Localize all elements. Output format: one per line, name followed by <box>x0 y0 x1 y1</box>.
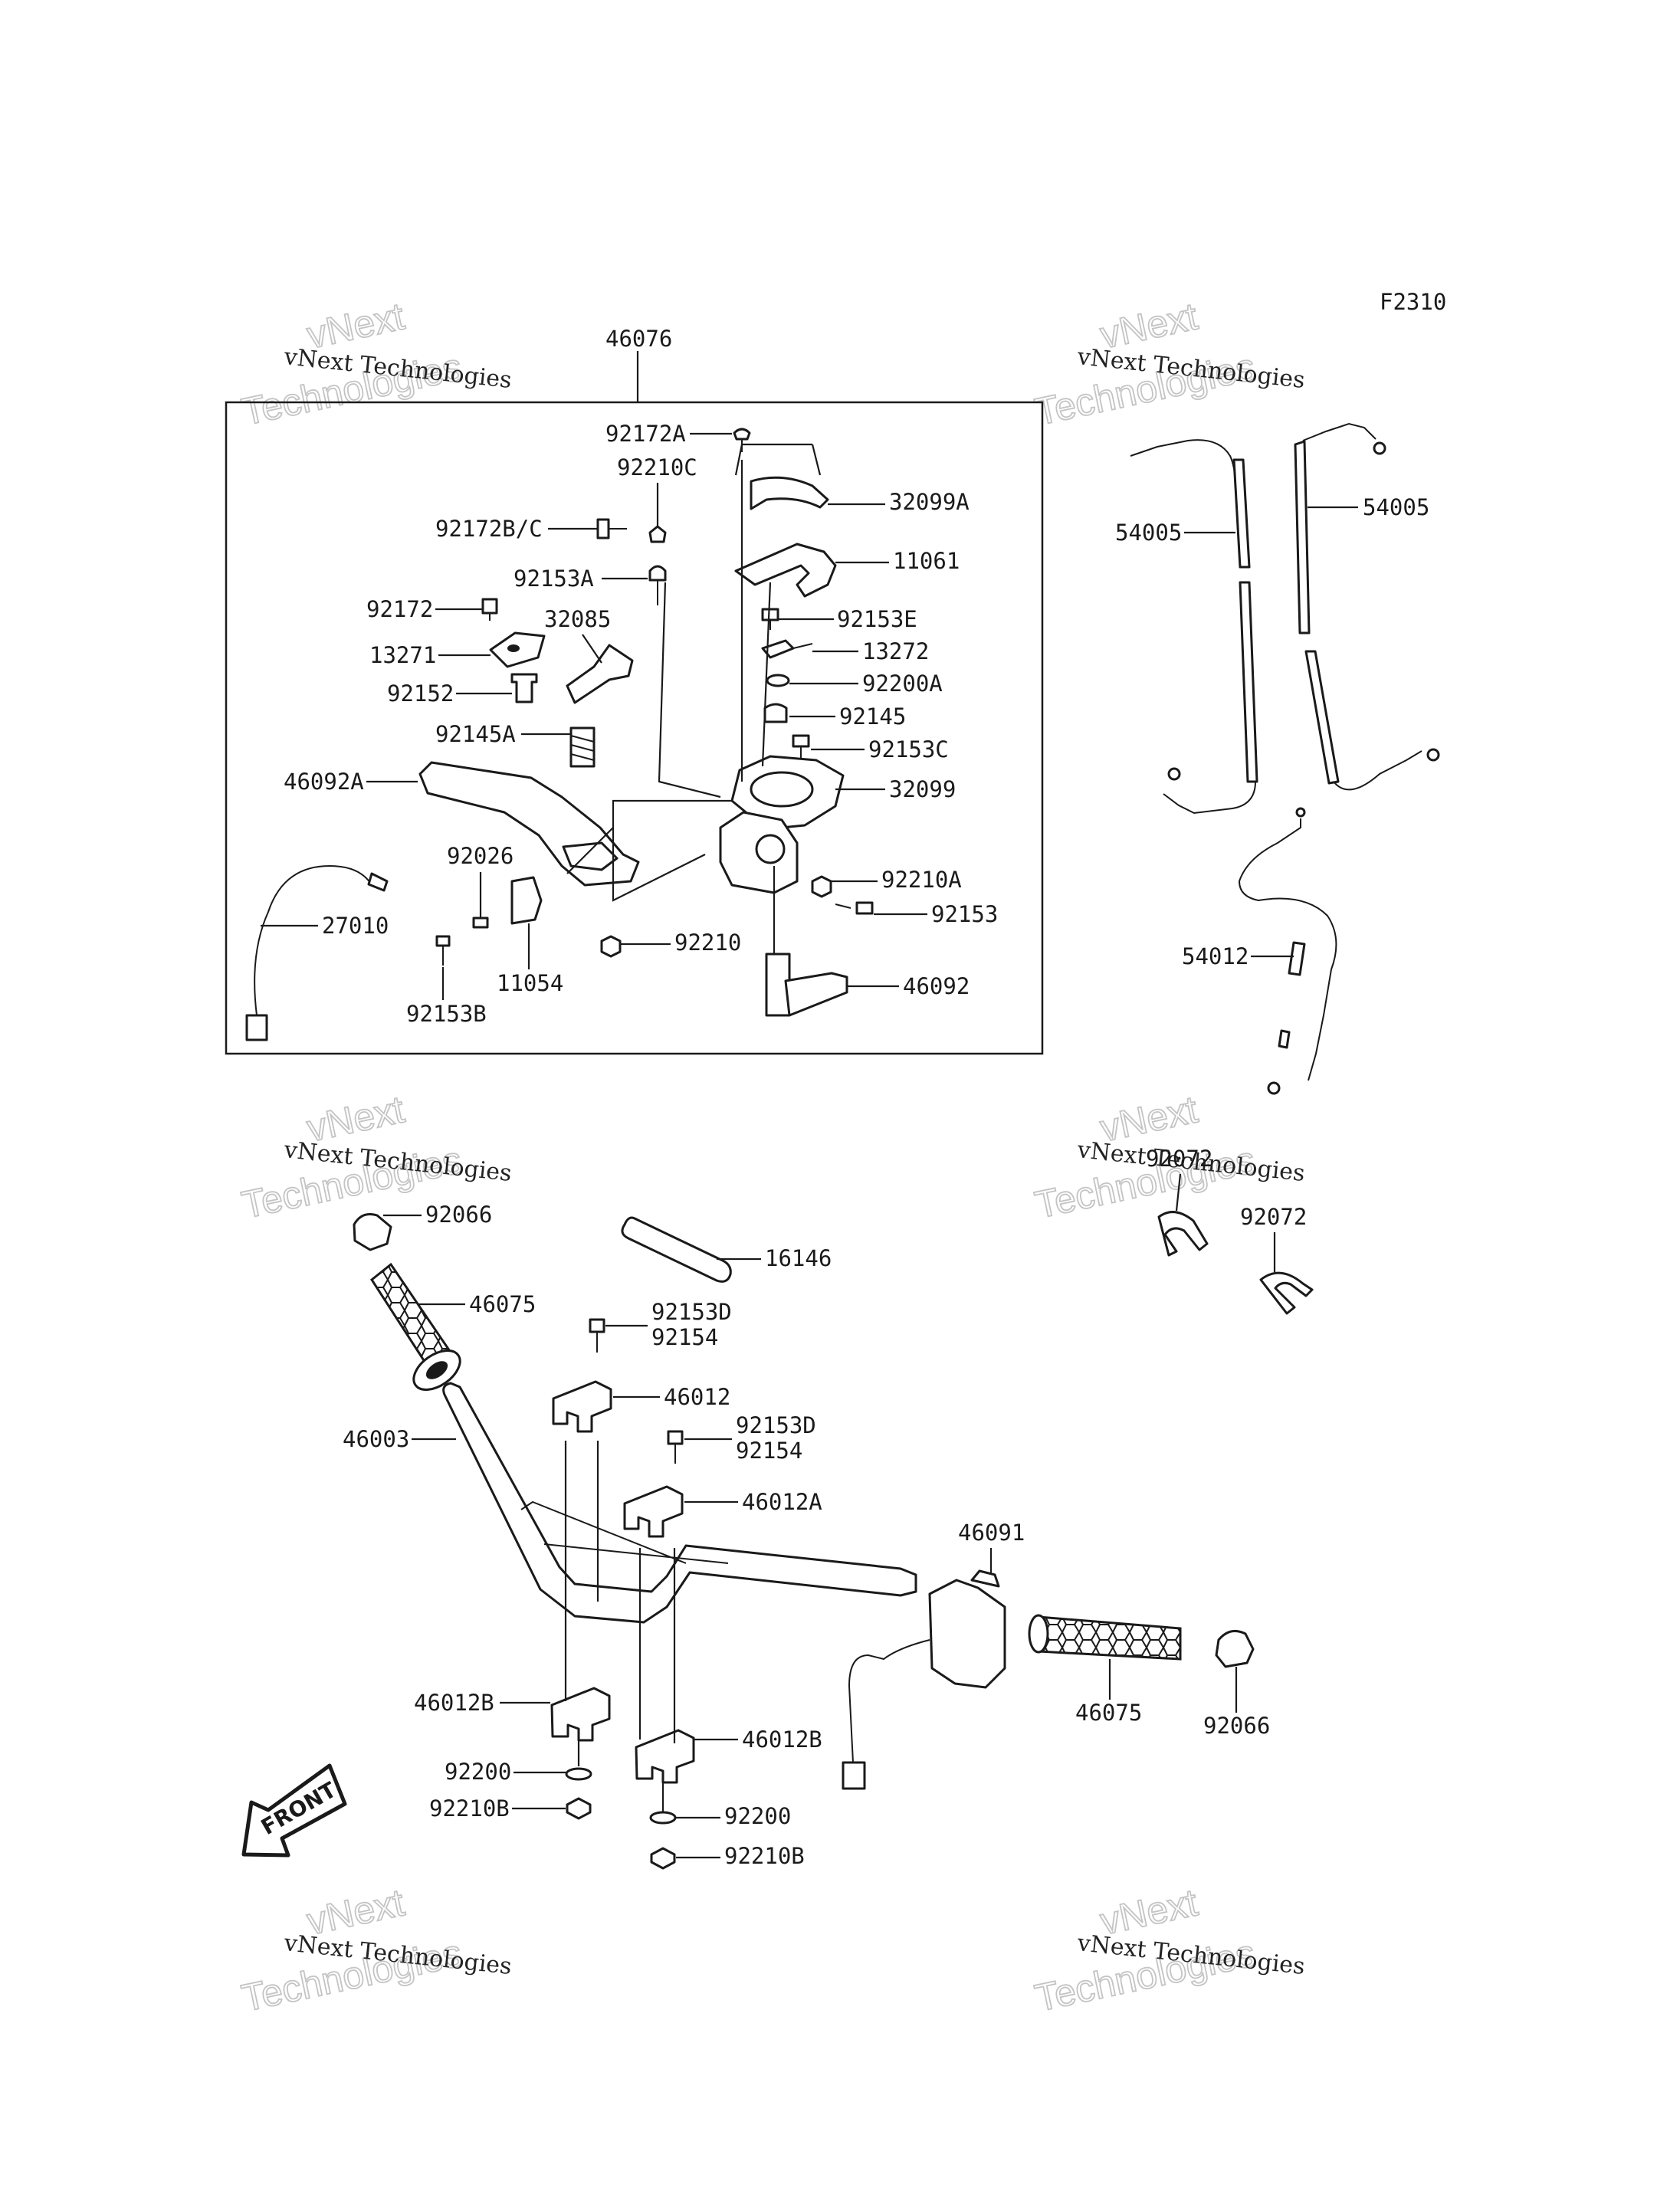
label-46075-right: 46075 <box>1075 1700 1142 1726</box>
label-92154-b: 92154 <box>736 1438 802 1464</box>
label-92072-b: 92072 <box>1240 1204 1307 1230</box>
watermark-bottom-right: vNext Technologies vNext Technologies <box>1031 1880 1306 2020</box>
label-92153D-b: 92153D <box>736 1412 816 1438</box>
label-46012B-b: 46012B <box>742 1726 822 1753</box>
label-92153B: 92153B <box>406 1001 487 1027</box>
label-46012B-a: 46012B <box>414 1690 494 1716</box>
assembly-46076 <box>225 351 1044 1055</box>
label-46012A: 46012A <box>742 1489 822 1515</box>
label-92066-right: 92066 <box>1203 1713 1270 1739</box>
label-92154-a: 92154 <box>651 1324 718 1350</box>
diagram-code: F2310 <box>1380 289 1446 315</box>
cables-upper-right: 54005 54005 54012 <box>1115 422 1440 1095</box>
label-16146: 16146 <box>765 1245 832 1271</box>
label-92210C: 92210C <box>617 454 697 480</box>
label-46092: 46092 <box>903 973 970 999</box>
watermark-top-left: vNext Technologies vNext Technologies <box>238 293 513 434</box>
label-13271: 13271 <box>369 642 436 668</box>
label-92072-a: 92072 <box>1146 1146 1212 1172</box>
label-32099A: 32099A <box>889 489 970 515</box>
front-arrow-icon: FRONT <box>241 1763 347 1858</box>
label-92210: 92210 <box>674 930 741 956</box>
label-92200-a: 92200 <box>445 1759 511 1785</box>
label-92152: 92152 <box>387 680 454 707</box>
label-46076: 46076 <box>605 326 672 352</box>
clamps-92072: 92072 92072 <box>1146 1146 1314 1315</box>
label-32099: 32099 <box>889 776 956 802</box>
label-92066-left: 92066 <box>425 1202 492 1228</box>
label-27010: 27010 <box>322 913 389 939</box>
labels-lower: 92066 16146 46075 92153D 92154 46012 460… <box>343 1202 1270 1869</box>
label-92172BC: 92172B/C <box>435 516 543 542</box>
label-92153: 92153 <box>931 901 998 927</box>
label-46003: 46003 <box>343 1426 409 1452</box>
lever-assembly-parts <box>245 428 874 1041</box>
label-46075-left: 46075 <box>469 1291 536 1317</box>
label-92210B-b: 92210B <box>724 1843 805 1869</box>
label-54005-right: 54005 <box>1363 494 1429 520</box>
label-54012: 54012 <box>1182 943 1249 969</box>
labels-upper: 46076 92172A 92210C 32099A 92172B/C 1106… <box>261 326 998 1027</box>
label-92210A: 92210A <box>881 867 962 893</box>
label-46012: 46012 <box>664 1384 730 1410</box>
label-92153E: 92153E <box>837 606 917 632</box>
label-92210B-a: 92210B <box>429 1795 510 1822</box>
label-92026: 92026 <box>447 843 514 869</box>
label-92153D-a: 92153D <box>651 1299 732 1325</box>
label-32085: 32085 <box>544 606 611 632</box>
label-92153A: 92153A <box>514 566 594 592</box>
label-92200A: 92200A <box>862 671 943 697</box>
handlebar-parts <box>353 1213 1255 1870</box>
label-54005-left: 54005 <box>1115 520 1182 546</box>
label-46092A: 46092A <box>284 769 364 795</box>
label-92172: 92172 <box>366 596 433 622</box>
label-92153C: 92153C <box>868 736 949 762</box>
watermark-bottom-left: vNext Technologies vNext Technologies <box>238 1880 513 2020</box>
label-92200-b: 92200 <box>724 1803 791 1829</box>
label-13272: 13272 <box>862 638 929 664</box>
watermark-top-right: vNext Technologies vNext Technologies <box>1031 293 1306 434</box>
label-11061: 11061 <box>893 548 960 574</box>
label-11054: 11054 <box>497 970 563 996</box>
label-92172A: 92172A <box>605 421 686 447</box>
label-92145A: 92145A <box>435 721 516 747</box>
label-92145: 92145 <box>839 703 906 730</box>
label-46091: 46091 <box>958 1520 1025 1546</box>
